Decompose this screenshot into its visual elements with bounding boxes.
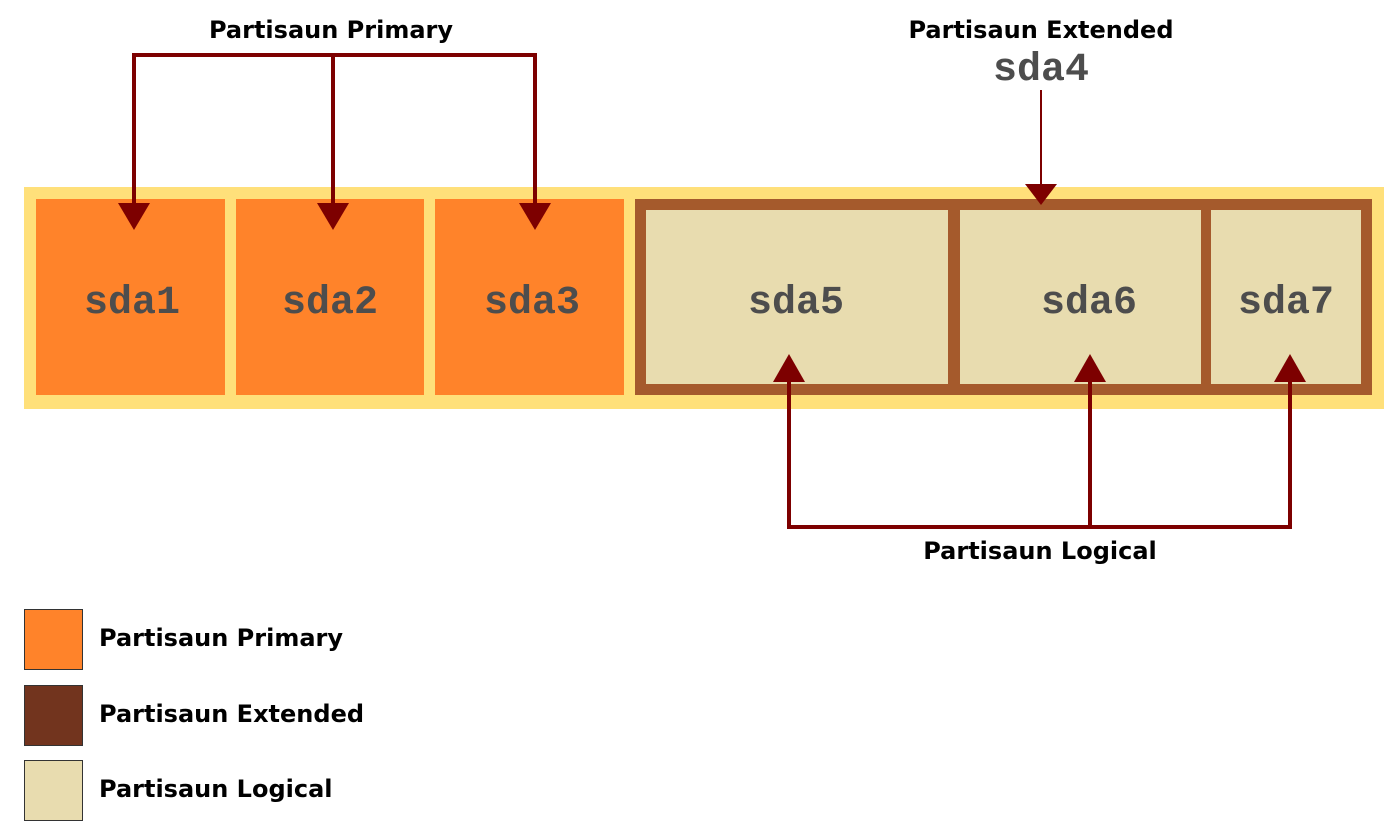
partition-sda2 xyxy=(236,199,424,395)
partition-sda5 xyxy=(646,210,948,384)
partition-sda7 xyxy=(1211,210,1361,384)
arrowhead-to-sda3 xyxy=(519,203,551,230)
legend-label-extended: Partisaun Extended xyxy=(99,700,365,728)
legend-item-primary: Partisaun Primary xyxy=(24,609,724,671)
arrowhead-to-sda7 xyxy=(1274,354,1306,382)
partition-label-sda3: sda3 xyxy=(484,281,580,326)
arrowhead-to-sda5 xyxy=(773,354,805,382)
arrowhead-to-sda2 xyxy=(317,203,349,230)
primary-group-label: Partisaun Primary xyxy=(209,16,453,44)
arrowhead-to-sda6 xyxy=(1074,354,1106,382)
legend-label-logical: Partisaun Logical xyxy=(99,775,333,803)
partition-sda1 xyxy=(36,199,225,395)
partition-label-sda5: sda5 xyxy=(748,281,844,326)
legend-item-extended: Partisaun Extended xyxy=(24,685,724,747)
logical-bracket-line xyxy=(787,378,1292,529)
logical-group-label: Partisaun Logical xyxy=(923,537,1157,565)
partition-sda3 xyxy=(435,199,624,395)
partition-label-sda1: sda1 xyxy=(84,281,180,326)
extended-group-label: Partisaun Extended xyxy=(908,16,1173,44)
partition-label-sda6: sda6 xyxy=(1041,281,1137,326)
primary-arrows xyxy=(132,53,537,204)
logical-arrows xyxy=(787,378,1292,529)
legend-swatch-primary xyxy=(24,609,83,670)
legend-swatch-logical xyxy=(24,760,83,821)
arrowhead-to-sda4 xyxy=(1025,184,1057,205)
legend-label-primary: Partisaun Primary xyxy=(99,624,344,652)
arrowhead-to-sda1 xyxy=(118,203,150,230)
partition-label-sda7: sda7 xyxy=(1238,281,1334,326)
legend-swatch-extended xyxy=(24,685,83,746)
partition-label-sda2: sda2 xyxy=(282,281,378,326)
extended-device-label: sda4 xyxy=(993,48,1089,93)
legend-item-logical: Partisaun Logical xyxy=(24,760,724,822)
partition-sda6 xyxy=(960,210,1201,384)
